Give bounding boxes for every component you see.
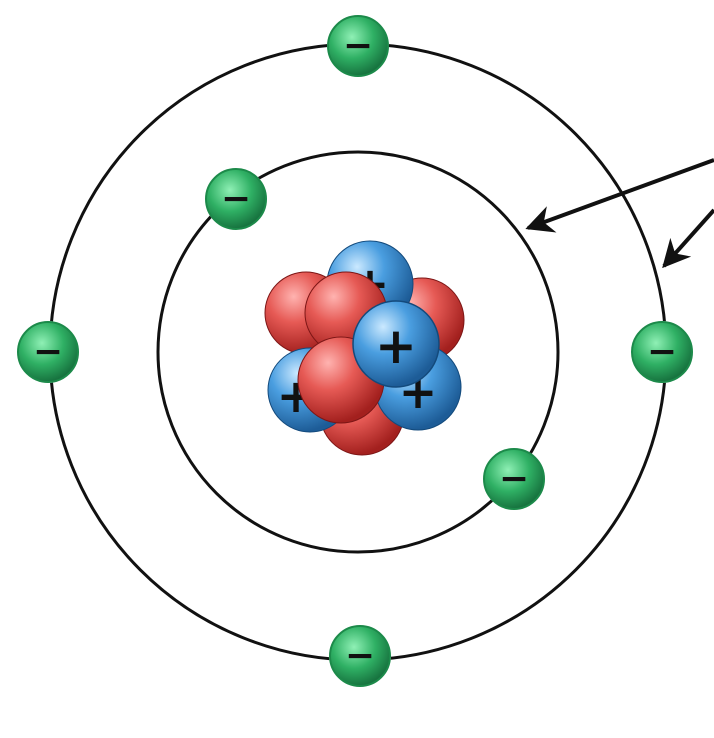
electron-sign: − (221, 179, 251, 220)
nucleus: + + + + (265, 241, 464, 455)
electron-sign: − (647, 332, 677, 373)
electron-sign: − (345, 636, 375, 677)
electron: − (329, 625, 391, 687)
electron-sign: − (343, 26, 373, 67)
electron: − (17, 321, 79, 383)
electron: − (327, 15, 389, 77)
electron: − (483, 448, 545, 510)
proton: + (353, 301, 439, 387)
electron-sign: − (499, 459, 529, 500)
arrow-to-outer-shell (664, 210, 714, 266)
arrow-to-inner-shell (528, 160, 714, 228)
electron-sign: − (33, 332, 63, 373)
electron: − (631, 321, 693, 383)
electron: − (205, 168, 267, 230)
proton-sign: + (375, 317, 417, 375)
